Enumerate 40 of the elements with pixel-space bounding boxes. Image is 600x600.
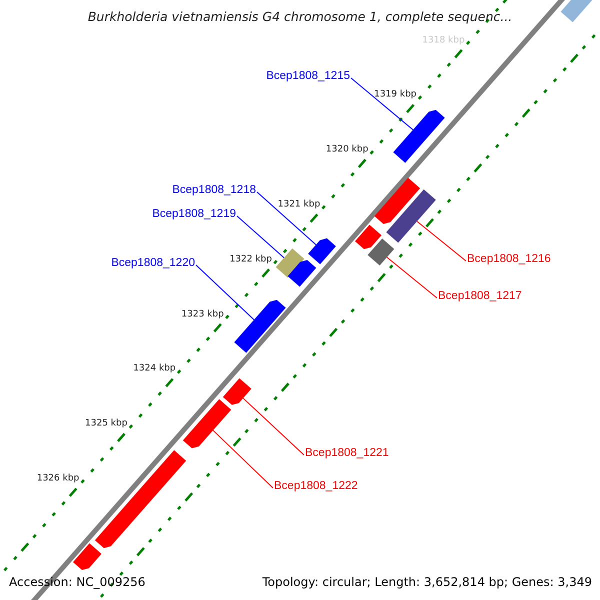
gene-block [386,189,436,243]
scale-label: 1326 kbp [36,474,80,484]
gene-block [308,238,336,264]
gene-block [288,260,316,287]
scale-label: 1322 kbp [230,255,272,264]
gene-label: Bcep1808_1215 [266,71,350,82]
gene-block [234,300,286,353]
scale-label: 1321 kbp [278,200,320,210]
gene-label: Bcep1808_1221 [305,448,389,460]
scale-label: 1324 kbp [133,364,176,374]
gene-label: Bcep1808_1216 [467,254,551,266]
footer-text: Accession: NC_009256 [9,576,146,588]
leader-line [242,398,304,456]
gene-label: Bcep1808_1219 [152,209,236,220]
gene-block [73,543,102,570]
leader-line [350,78,414,130]
gene-block [368,238,394,266]
leader-line [212,430,274,488]
leader-line [236,216,284,258]
gene-block [222,378,252,405]
gene-block [182,399,232,448]
scale-label: 1325 kbp [85,420,128,429]
scale-label: 1319 kbp [374,90,417,100]
title: Burkholderia vietnamiensis G4 chromosome 1, complete sequenc... [88,11,512,24]
gene-block [393,110,445,163]
leader-line [386,256,438,298]
gene-label: Bcep1808_1218 [172,185,256,196]
leader-line [416,220,466,262]
gene-label: Bcep1808_1217 [438,291,522,302]
gene-block [276,248,304,278]
footer-text: Topology: circular; Length: 3,652,814 bp; Genes: 3,349 [262,576,592,588]
gene-label: Bcep1808_1220 [111,258,195,270]
gene-block [94,450,186,548]
gene-block [374,178,420,224]
scale-label: 1320 kbp [326,146,368,155]
gene-block [355,224,382,250]
leader-line [196,264,254,320]
gene-label: Bcep1808_1222 [274,481,358,492]
scale-label: 1323 kbp [181,310,224,320]
leader-line [256,192,316,246]
